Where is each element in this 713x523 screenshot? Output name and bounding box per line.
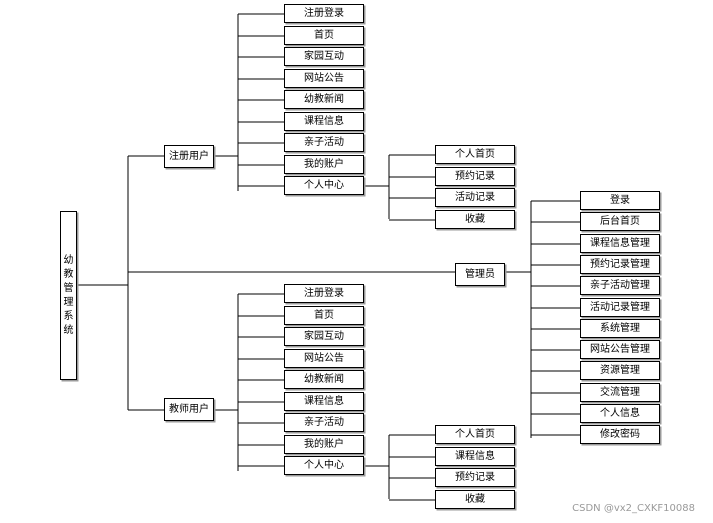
tea-pc-item-2: 课程信息 (435, 447, 515, 466)
tea-item-4: 网站公告 (284, 349, 364, 368)
reg-item-4: 网站公告 (284, 69, 364, 88)
reg-item-9: 个人中心 (284, 176, 364, 195)
reg-pc-item-2: 预约记录 (435, 167, 515, 186)
tea-item-9: 个人中心 (284, 456, 364, 475)
admin-item-6: 活动记录管理 (580, 298, 660, 317)
admin-item-12: 修改密码 (580, 425, 660, 444)
tea-item-5: 幼教新闻 (284, 370, 364, 389)
admin-item-7: 系统管理 (580, 319, 660, 338)
reg-item-3: 家园互动 (284, 47, 364, 66)
tea-item-6: 课程信息 (284, 392, 364, 411)
teacher-user-node: 教师用户 (164, 398, 214, 421)
reg-pc-item-4: 收藏 (435, 210, 515, 229)
reg-item-1: 注册登录 (284, 4, 364, 23)
reg-pc-item-3: 活动记录 (435, 188, 515, 207)
tea-item-7: 亲子活动 (284, 413, 364, 432)
tea-pc-item-3: 预约记录 (435, 468, 515, 487)
tea-item-1: 注册登录 (284, 284, 364, 303)
reg-item-6: 课程信息 (284, 112, 364, 131)
root-node: 幼教管理系统 (60, 211, 77, 380)
reg-item-5: 幼教新闻 (284, 90, 364, 109)
tea-item-2: 首页 (284, 306, 364, 325)
reg-item-7: 亲子活动 (284, 133, 364, 152)
tea-item-3: 家园互动 (284, 327, 364, 346)
admin-item-10: 交流管理 (580, 383, 660, 402)
admin-item-11: 个人信息 (580, 404, 660, 423)
admin-item-4: 预约记录管理 (580, 255, 660, 274)
watermark: CSDN @vx2_CXKF10088 (572, 503, 695, 514)
registered-user-node: 注册用户 (164, 145, 214, 168)
tea-pc-item-4: 收藏 (435, 490, 515, 509)
admin-item-1: 登录 (580, 191, 660, 210)
admin-item-8: 网站公告管理 (580, 340, 660, 359)
reg-item-2: 首页 (284, 26, 364, 45)
admin-item-2: 后台首页 (580, 212, 660, 231)
reg-item-8: 我的账户 (284, 155, 364, 174)
admin-item-9: 资源管理 (580, 361, 660, 380)
tea-pc-item-1: 个人首页 (435, 425, 515, 444)
admin-node: 管理员 (455, 263, 505, 286)
tea-item-8: 我的账户 (284, 435, 364, 454)
admin-item-3: 课程信息管理 (580, 234, 660, 253)
reg-pc-item-1: 个人首页 (435, 145, 515, 164)
admin-item-5: 亲子活动管理 (580, 276, 660, 295)
